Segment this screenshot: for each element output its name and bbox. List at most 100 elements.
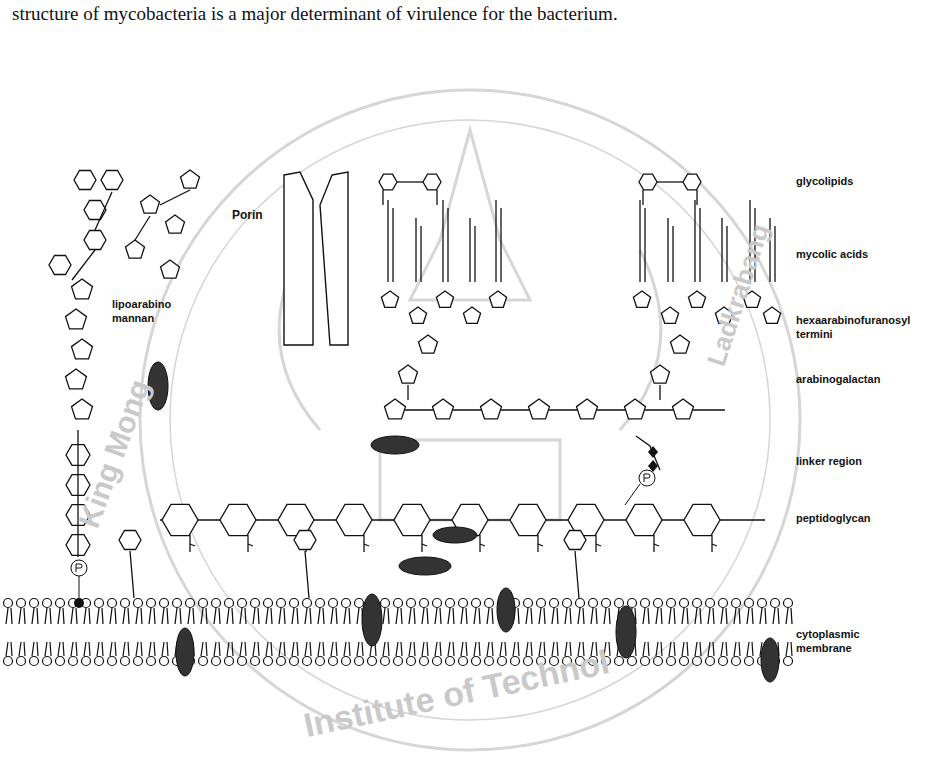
lipid-tail — [526, 642, 528, 656]
lipid-tail — [297, 608, 298, 624]
lipid-head — [212, 657, 221, 666]
mycolic-chain — [415, 218, 416, 282]
sugar-pentagon — [633, 291, 650, 307]
lipid-head — [693, 657, 702, 666]
lipid-tail — [89, 608, 90, 624]
sugar-pentagon — [671, 335, 690, 353]
lipid-head — [693, 599, 702, 608]
mycolic-chain — [667, 218, 668, 282]
lipid-head — [446, 599, 455, 608]
glycolipid-link — [382, 190, 383, 205]
lipid-tail — [726, 608, 727, 624]
lipid-tail — [97, 608, 99, 624]
lipid-tail — [24, 608, 25, 624]
lipid-tail — [591, 608, 593, 624]
lipid-tail — [492, 642, 493, 656]
lipid-tail — [557, 608, 558, 624]
lipid-tail — [708, 642, 710, 656]
lipid-tail — [604, 608, 606, 624]
lipid-tail — [323, 608, 324, 624]
anchor-line — [130, 551, 134, 598]
lipid-tail — [162, 642, 164, 656]
lipid-tail — [219, 642, 220, 656]
cytoplasmic-membrane — [4, 599, 793, 666]
lipid-tail — [219, 608, 220, 624]
lipid-tail — [50, 608, 51, 624]
lipid-head — [641, 599, 650, 608]
lipid-tail — [565, 608, 567, 624]
lipid-head — [524, 599, 533, 608]
lipid-tail — [656, 608, 658, 624]
lipid-head — [121, 657, 130, 666]
lipid-tail — [526, 608, 528, 624]
lipid-tail — [206, 608, 207, 624]
lipid-tail — [84, 608, 86, 624]
lipid-tail — [682, 608, 684, 624]
lipid-head — [472, 599, 481, 608]
lipid-head — [745, 657, 754, 666]
branch-line — [659, 385, 660, 400]
mycolic-chain — [447, 208, 448, 282]
layer-label: cytoplasmic membrane — [796, 628, 891, 656]
mycolic-chain — [392, 208, 393, 282]
lipid-tail — [292, 608, 294, 624]
lipid-head — [680, 657, 689, 666]
lipid-tail — [539, 608, 541, 624]
lipid-tail — [123, 608, 125, 624]
lipid-tail — [167, 642, 168, 656]
lipid-tail — [310, 608, 311, 624]
lipid-tail — [682, 642, 684, 656]
lipid-tail — [427, 608, 428, 624]
sugar-pentagon — [409, 307, 426, 323]
lipid-tail — [323, 642, 324, 656]
lipid-tail — [193, 608, 194, 624]
lipid-head — [186, 599, 195, 608]
lipid-tail — [336, 642, 337, 656]
sugar-pentagon — [673, 399, 694, 419]
lipid-tail — [422, 608, 424, 624]
lipid-tail — [713, 642, 714, 656]
lipid-tail — [175, 608, 177, 624]
lipid-tail — [656, 642, 658, 656]
lipid-tail — [266, 642, 268, 656]
lipid-tail — [115, 642, 116, 656]
lipid-tail — [461, 608, 463, 624]
mycolic-chain — [495, 200, 496, 282]
lipid-head — [732, 657, 741, 666]
mycolic-chain — [694, 200, 695, 282]
lipid-tail — [687, 608, 688, 624]
lipid-tail — [721, 642, 723, 656]
lipid-tail — [136, 642, 138, 656]
sugar-hexagon — [394, 504, 430, 535]
lipid-tail — [154, 642, 155, 656]
lipid-tail — [440, 642, 441, 656]
anchor-line — [305, 551, 309, 598]
mycolic-chain — [699, 208, 700, 282]
lipid-head — [537, 599, 546, 608]
lipid-tail — [357, 642, 359, 656]
lipid-tail — [136, 608, 138, 624]
lipid-tail — [141, 608, 142, 624]
lipid-tail — [19, 642, 21, 656]
sugar-pentagon — [385, 399, 406, 419]
lipid-tail — [747, 642, 749, 656]
lipid-tail — [258, 608, 259, 624]
lipid-tail — [245, 642, 246, 656]
sugar-pentagon — [399, 365, 418, 383]
sugar-hexagon — [336, 504, 372, 535]
lipid-tail — [271, 642, 272, 656]
lipid-head — [654, 657, 663, 666]
sugar-pentagon — [489, 291, 506, 307]
lipid-head — [459, 599, 468, 608]
lipid-head — [147, 657, 156, 666]
lipid-tail — [84, 642, 86, 656]
lipid-tail — [71, 608, 73, 624]
lipid-tail — [401, 608, 402, 624]
sugar-pentagon — [161, 260, 180, 278]
sugar-pentagon — [72, 279, 93, 299]
sugar-pentagon — [763, 307, 780, 323]
lipid-head — [303, 657, 312, 666]
lipid-tail — [154, 608, 155, 624]
lipid-tail — [570, 608, 571, 624]
